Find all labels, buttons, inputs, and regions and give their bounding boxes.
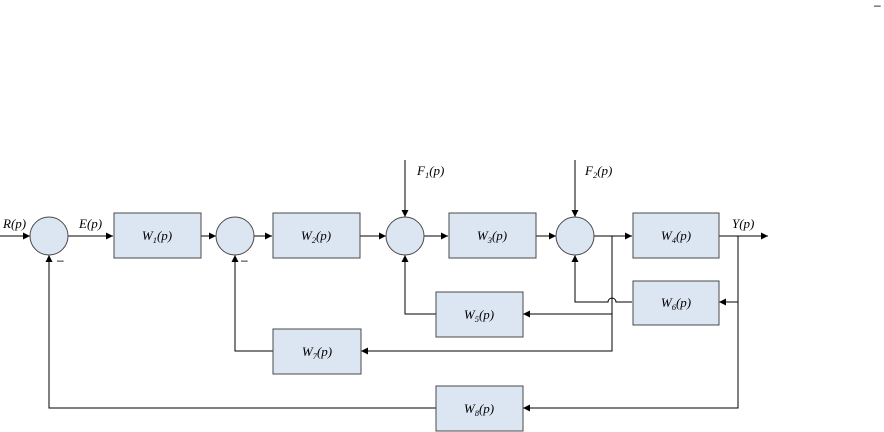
block-w4: W4(p) — [632, 212, 720, 259]
block-w2: W2(p) — [272, 212, 361, 259]
svg-text:W3(p): W3(p) — [477, 228, 507, 245]
block-w1: W1(p) — [113, 212, 202, 259]
wire-output-down — [523, 236, 739, 412]
svg-text:W8(p): W8(p) — [464, 401, 494, 418]
svg-text:W1(p): W1(p) — [142, 228, 172, 245]
sum2-minus-sign: – — [241, 253, 248, 267]
wire-w8-sum1 — [45, 255, 436, 409]
block-w3: W3(p) — [448, 212, 537, 259]
summing-junction-3 — [385, 216, 425, 256]
label-disturbance-f2: F2(p) — [584, 163, 612, 180]
wire-tap-w7 — [361, 314, 613, 355]
block-w7: W7(p) — [272, 328, 362, 375]
wire-w7-sum2 — [231, 255, 273, 352]
block-w8: W8(p) — [435, 385, 524, 432]
label-disturbance-f1: F1(p) — [416, 163, 444, 180]
summing-junction-1 — [29, 216, 69, 256]
svg-text:W2(p): W2(p) — [301, 228, 331, 245]
label-error-e: E(p) — [78, 216, 102, 231]
corner-mark: – — [874, 0, 881, 12]
wire-w6-sum4 — [571, 255, 632, 303]
svg-text:W5(p): W5(p) — [464, 307, 494, 324]
block-w6: W6(p) — [632, 280, 720, 326]
summing-junction-2 — [215, 216, 255, 256]
summing-junction-4 — [555, 216, 595, 256]
label-output-y: Y(p) — [732, 216, 754, 231]
svg-text:W7(p): W7(p) — [302, 344, 332, 361]
wire-w5-sum3 — [401, 255, 436, 315]
svg-text:W6(p): W6(p) — [661, 295, 691, 312]
block-w5: W5(p) — [435, 291, 524, 338]
svg-text:W4(p): W4(p) — [661, 228, 691, 245]
sum1-minus-sign: – — [57, 253, 64, 267]
label-input-r: R(p) — [2, 216, 26, 231]
